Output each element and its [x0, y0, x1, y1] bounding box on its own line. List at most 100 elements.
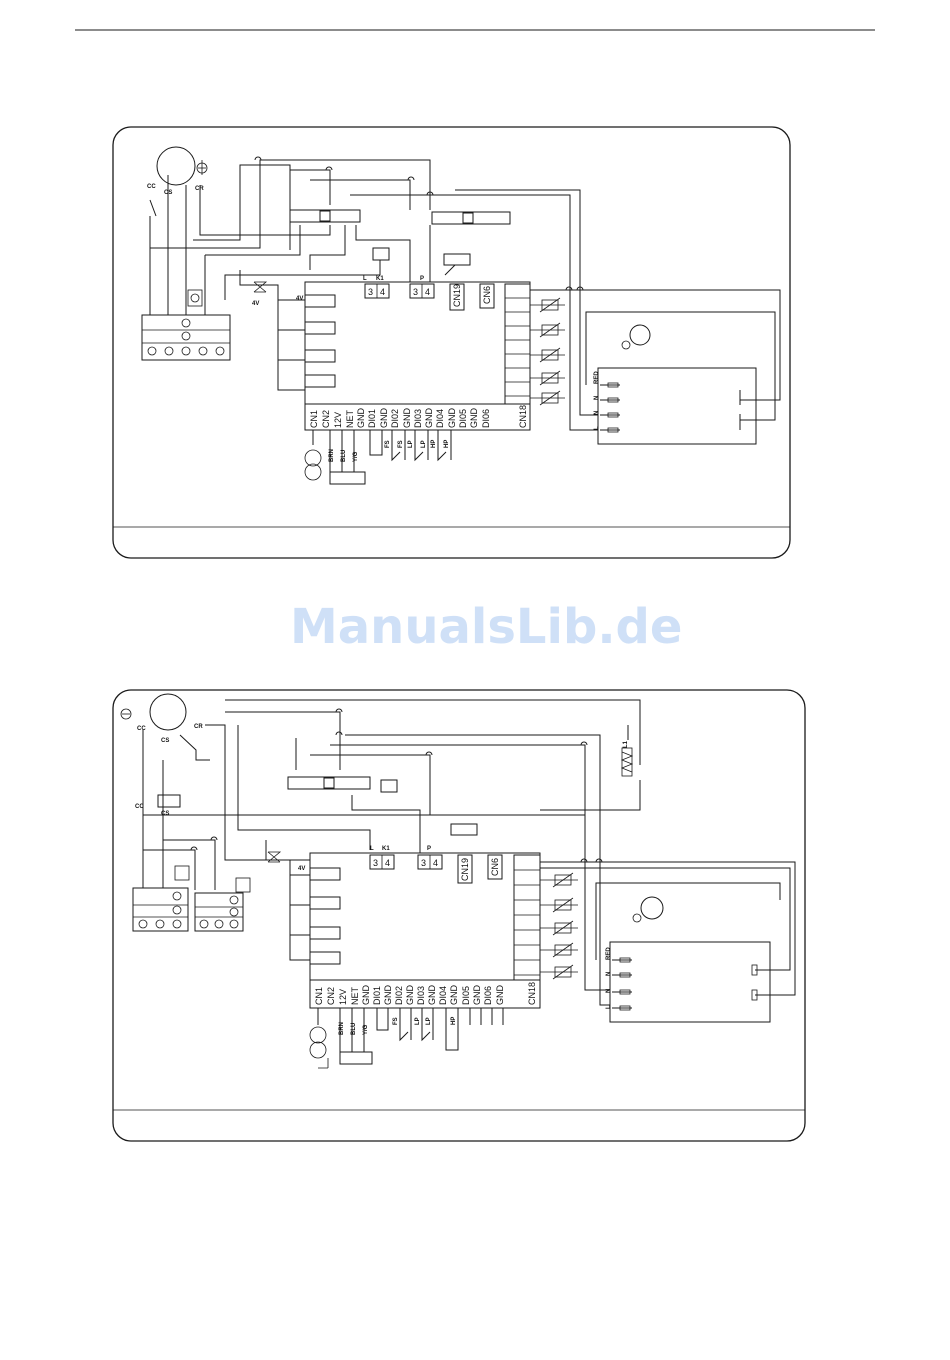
fan-controller-box-2: [609, 941, 771, 1023]
pin-gnd-4: GND: [424, 408, 434, 429]
fan-motor-icon: [629, 324, 651, 346]
switch-lp-1: LP: [408, 440, 414, 448]
pin2-net: NET: [350, 986, 360, 1005]
pin-di05: DI05: [458, 409, 468, 428]
switch2-hp: HP: [451, 1017, 457, 1025]
four-way-valve-icon-2: [267, 851, 282, 863]
wire2-blu: BLU: [351, 1023, 357, 1035]
pin2-cn1: CN1: [314, 987, 324, 1005]
switch-hp-1: HP: [431, 440, 437, 448]
pin-cn1: CN1: [309, 410, 319, 428]
terminal-block-2a: [132, 887, 189, 932]
relay-label-l: L: [363, 276, 367, 282]
compressor-icon-2: [149, 693, 187, 731]
contactor-coil-1: [319, 210, 331, 222]
wire2-brn: BRN: [339, 1022, 345, 1035]
connector-cn19: CN19: [452, 284, 462, 307]
pin-di03: DI03: [413, 409, 423, 428]
pin2-gnd-7: GND: [495, 985, 505, 1006]
connector-cn6: CN6: [482, 286, 492, 304]
ground-icon-2: [120, 708, 132, 720]
fan-motor-icon-2: [640, 896, 664, 920]
compressor-icon: [156, 146, 196, 186]
p-2-pin-3: 3: [421, 858, 426, 868]
fan2-label-n1: N: [606, 972, 612, 976]
network-connector-2: [339, 1051, 373, 1065]
contactor-coil-3: [323, 777, 335, 789]
four-way-valve-icon: [253, 281, 268, 293]
p-2-pin-4: 4: [433, 858, 438, 868]
k1-2-pin-3: 3: [373, 858, 378, 868]
relay-2-label-p: P: [427, 846, 431, 852]
terminal-ground-icon: [187, 289, 203, 307]
wire2-yg: Y/G: [363, 1024, 369, 1035]
pin2-gnd-5: GND: [449, 985, 459, 1006]
connector-2-cn19: CN19: [460, 858, 470, 881]
terminal-screws-1: [147, 318, 225, 356]
temperature-sensors-2: [540, 872, 578, 980]
switch-lp-2: LP: [421, 440, 427, 448]
relay-label-p: P: [420, 276, 424, 282]
wire-blu: BLU: [341, 450, 347, 462]
valve-label-4v: 4V: [252, 301, 259, 307]
pin2-gnd-6: GND: [472, 985, 482, 1006]
compressor-label-cc: CC: [147, 184, 156, 190]
pin-di02: DI02: [390, 409, 400, 428]
pin2-gnd-2: GND: [383, 985, 393, 1006]
fan2-label-l: L: [606, 1005, 612, 1009]
terminal-block-1: [141, 314, 231, 361]
contactor-coil-2: [462, 212, 474, 224]
pin-di06: DI06: [481, 409, 491, 428]
pin2-gnd-4: GND: [427, 985, 437, 1006]
terminal-block-2b: [194, 892, 244, 932]
fan-label-n1: N: [594, 396, 600, 400]
relay-2-label-k1: K1: [382, 846, 390, 852]
compressor-2-label-cs: CS: [161, 738, 169, 744]
temperature-sensors-1: [530, 297, 565, 406]
pin2-di06: DI06: [483, 986, 493, 1005]
switch-fs-1: FS: [385, 440, 391, 448]
fan-label-red: RED: [594, 371, 600, 384]
pin-12v: 12V: [333, 412, 343, 428]
wiring-diagram-1: CC CS CR 4V: [112, 126, 791, 559]
pin-di01: DI01: [367, 409, 377, 428]
fan2-label-n2: N: [606, 989, 612, 993]
pin-gnd-6: GND: [469, 408, 479, 429]
fan-ground-icon-2: [632, 913, 642, 923]
switch2-fs: FS: [393, 1017, 399, 1025]
relay-coil-box-2: [380, 779, 398, 793]
switch-fs-2: FS: [398, 440, 404, 448]
pin-net: NET: [345, 409, 355, 428]
pin-gnd-3: GND: [402, 408, 412, 429]
k1-pin-3: 3: [368, 287, 373, 297]
wiring-diagram-2: CC CS CR CS CC L1: [112, 689, 806, 1142]
compressor-2-label-cs2: CS: [161, 811, 169, 817]
pin2-gnd-3: GND: [405, 985, 415, 1006]
switch2-lp-1: LP: [415, 1017, 421, 1025]
k1-pin-4: 4: [380, 287, 385, 297]
diagram-1-frame: [112, 126, 791, 559]
transformer-icon-2: [309, 1026, 327, 1044]
pin2-di05: DI05: [461, 986, 471, 1005]
pin-cn2: CN2: [321, 410, 331, 428]
wire-yg: Y/G: [353, 451, 359, 462]
fan-label-l: L: [594, 426, 600, 430]
fan-label-n2: N: [594, 411, 600, 415]
diagram-2-frame: [112, 689, 806, 1142]
pin2-cn18: CN18: [527, 982, 537, 1005]
pin2-12v: 12V: [338, 989, 348, 1005]
valve-2-label-4v: 4V: [298, 866, 305, 872]
pin2-gnd-1: GND: [361, 985, 371, 1006]
pin2-di03: DI03: [416, 986, 426, 1005]
label-l1: L1: [623, 740, 629, 748]
transformer-icon: [304, 449, 322, 467]
k1-2-pin-4: 4: [385, 858, 390, 868]
switch2-lp-2: LP: [426, 1017, 432, 1025]
ground-icon: [196, 160, 208, 175]
relay-coil-box: [372, 247, 390, 261]
compressor-2-label-cc2: CC: [135, 804, 144, 810]
network-connector-1: [329, 471, 366, 485]
p-pin-3: 3: [413, 287, 418, 297]
pin-gnd-5: GND: [447, 408, 457, 429]
